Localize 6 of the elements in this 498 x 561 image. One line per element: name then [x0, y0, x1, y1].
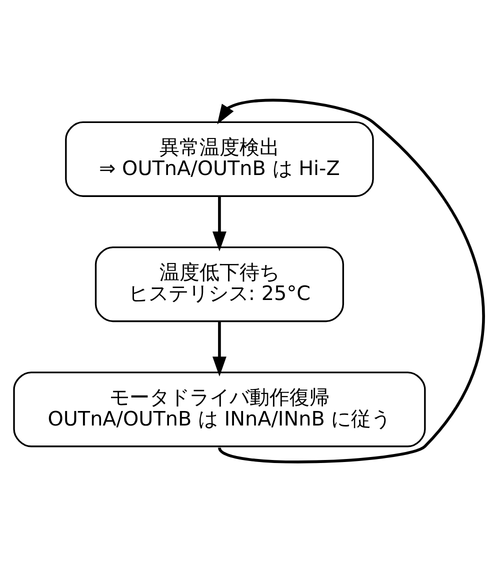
node-box: 異常温度検出 ⇒ OUTnA/OUTnB は Hi-Z — [65, 120, 374, 196]
node-box: 温度低下待ち ヒステリシス: 25°C — [94, 246, 344, 322]
arrow — [212, 321, 226, 376]
arrow — [217, 98, 485, 463]
arrow — [212, 196, 226, 251]
node-box: モータドライバ動作復帰 OUTnA/OUTnB は INnA/INnB に従う — [13, 371, 426, 447]
